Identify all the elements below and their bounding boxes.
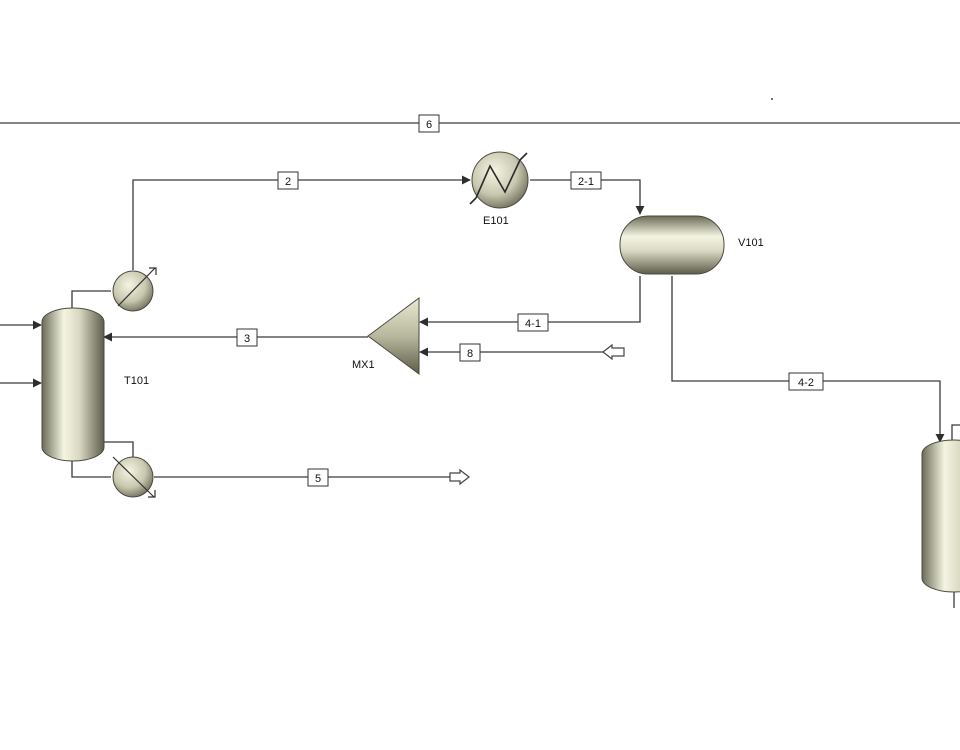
bottoms-liquid-line [71,460,111,478]
column-t101[interactable] [41,307,105,462]
unit-label-e101: E101 [483,215,509,227]
reboiler[interactable] [112,456,156,498]
column-right[interactable] [921,439,960,593]
svg-text:5: 5 [315,473,321,485]
stream-label-4-2[interactable]: 4-2 [788,372,824,391]
svg-text:8: 8 [467,348,473,360]
heat-exchanger-e101[interactable] [469,151,529,209]
canvas-speck [771,98,773,100]
stream-label-8[interactable]: 8 [459,343,481,362]
stream-label-5[interactable]: 5 [307,468,329,487]
svg-text:2-1: 2-1 [578,176,594,188]
stream-2-1-line[interactable] [530,179,645,215]
svg-text:4-2: 4-2 [798,377,814,389]
svg-text:4-1: 4-1 [525,318,541,330]
unit-label-mx1: MX1 [352,359,375,371]
condenser[interactable] [112,267,157,312]
stream-label-3[interactable]: 3 [236,328,258,347]
unit-label-t101: T101 [124,375,149,387]
right-column-top-line [951,424,960,442]
reboiler-return-line [104,441,134,458]
overhead-vapor-line [71,290,111,310]
stream-label-2[interactable]: 2 [277,171,299,190]
feed-arrow-stream-8[interactable] [602,343,625,361]
mixer-mx1[interactable] [367,297,420,375]
stream-label-4-1[interactable]: 4-1 [517,313,549,332]
unit-label-v101: V101 [738,237,764,249]
stream-4-1-line[interactable] [419,276,641,327]
stream-label-6[interactable]: 6 [418,114,440,133]
svg-text:6: 6 [426,119,432,131]
drum-v101[interactable] [619,215,725,275]
svg-text:3: 3 [244,333,250,345]
stream-4-2-line[interactable] [671,276,945,443]
stream-2-line[interactable] [132,175,471,270]
svg-text:2: 2 [285,176,291,188]
stream-label-2-1[interactable]: 2-1 [570,171,602,190]
product-arrow-stream-5[interactable] [449,468,470,486]
